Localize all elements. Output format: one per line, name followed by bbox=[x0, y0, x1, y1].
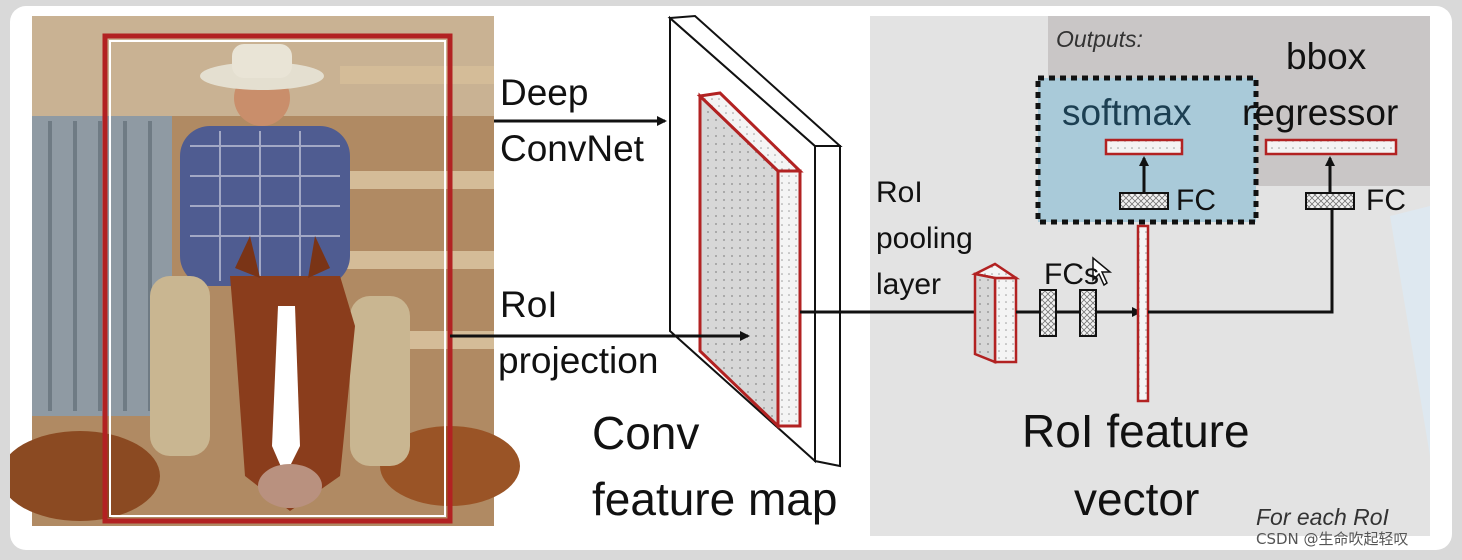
label-conv: Conv bbox=[592, 407, 700, 459]
label-roi-pooling-3: layer bbox=[876, 268, 942, 301]
fast-rcnn-diagram bbox=[10, 14, 1430, 536]
label-deep: Deep bbox=[500, 72, 589, 113]
label-roi: RoI bbox=[500, 284, 558, 325]
fc-bbox bbox=[1305, 192, 1355, 210]
label-vector: vector bbox=[1074, 473, 1200, 525]
roi-feature-vector bbox=[1136, 224, 1150, 403]
label-for-each-roi: For each RoI bbox=[1256, 504, 1389, 530]
fc-block-1 bbox=[1039, 289, 1057, 337]
figure-card: Deep ConvNet RoI projection Conv feature… bbox=[10, 6, 1452, 550]
label-fcs: FCs bbox=[1044, 258, 1099, 291]
fc-block-2 bbox=[1079, 289, 1097, 337]
softmax-dotted-border bbox=[1035, 75, 1259, 225]
input-photo bbox=[10, 16, 520, 526]
conv-feature-map bbox=[667, 14, 843, 468]
label-fc-softmax: FC bbox=[1176, 184, 1216, 217]
label-feature-map: feature map bbox=[592, 473, 838, 525]
label-roi-feature: RoI feature bbox=[1022, 405, 1250, 457]
label-projection: projection bbox=[498, 340, 659, 381]
label-roi-pooling-2: pooling bbox=[876, 222, 973, 255]
cursor-icon bbox=[1092, 256, 1113, 287]
label-fc-bbox: FC bbox=[1366, 184, 1406, 217]
roi-pooling-block bbox=[971, 262, 1021, 364]
bbox-branch-line bbox=[1148, 206, 1334, 314]
bbox-output-bar bbox=[1264, 138, 1398, 156]
label-softmax: softmax bbox=[1062, 92, 1192, 133]
label-outputs: Outputs: bbox=[1056, 26, 1143, 52]
label-bbox: bbox bbox=[1286, 36, 1367, 77]
label-convnet: ConvNet bbox=[500, 128, 644, 169]
label-roi-pooling-1: RoI bbox=[876, 176, 923, 209]
watermark: CSDN @生命吹起轻叹 bbox=[1256, 530, 1409, 548]
fc-softmax bbox=[1119, 192, 1169, 210]
softmax-output-bar bbox=[1104, 138, 1184, 156]
label-regressor: regressor bbox=[1242, 92, 1399, 133]
